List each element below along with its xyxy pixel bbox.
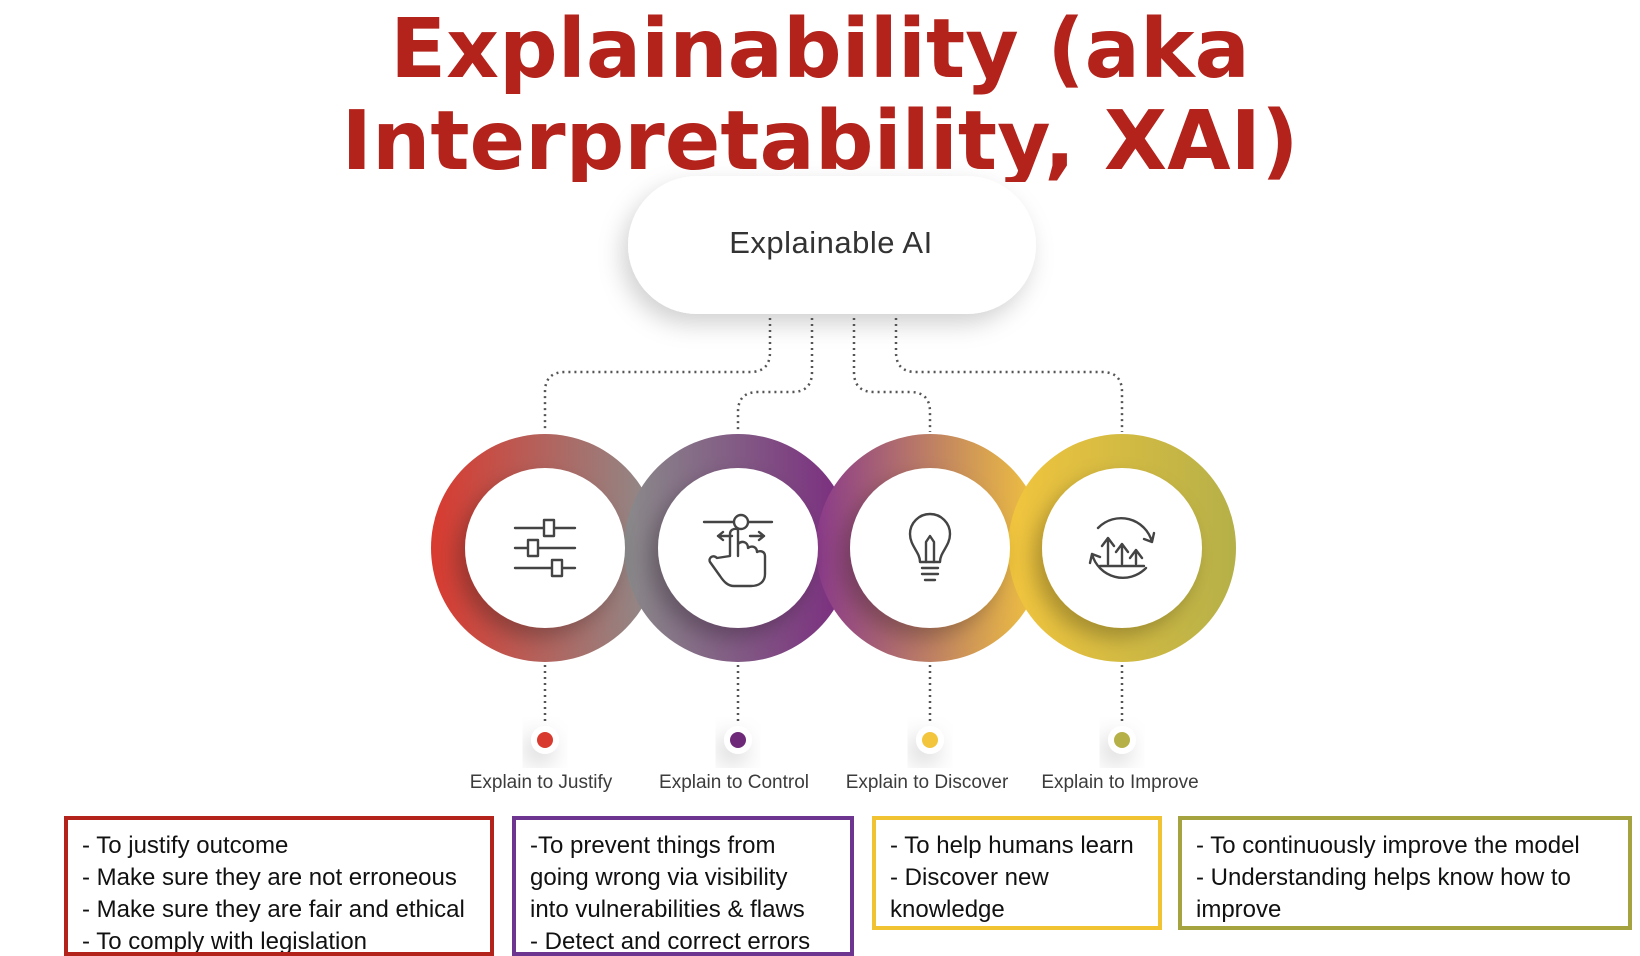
box-improve: - To continuously improve the model - Un… [1178,816,1632,930]
connector-justify [543,318,772,432]
step-label-control: Explain to Control [659,772,809,793]
sliders-icon [513,518,577,578]
box-discover-text: - To help humans learn - Discover new kn… [890,832,1134,923]
lightbulb-icon [908,512,952,582]
dot-justify [537,732,553,748]
box-control: -To prevent things from going wrong via … [512,816,854,956]
dot-improve [1114,732,1130,748]
disc-discover [850,468,1010,628]
box-control-text: -To prevent things from going wrong via … [530,832,811,955]
improve-arrows-icon [1088,517,1156,579]
box-improve-text: - To continuously improve the model - Un… [1196,832,1580,923]
step-label-discover: Explain to Discover [845,772,1009,793]
box-justify-text: - To justify outcome - Make sure they ar… [82,832,465,955]
dot-control [730,732,746,748]
page-title: Explainability (aka Interpretability, XA… [0,4,1640,182]
connector-lines [543,318,1124,432]
title-line-2: Interpretability, XAI) [341,94,1299,183]
connector-improve [894,318,1124,432]
hub-pill [628,176,1036,314]
hub-label: Explainable AI [729,225,933,260]
title-line-1: Explainability (aka [390,4,1250,97]
box-discover: - To help humans learn - Discover new kn… [872,816,1162,930]
hand-tap-icon [702,513,774,588]
step-label-improve: Explain to Improve [1041,772,1199,793]
connector-discover [852,318,932,432]
box-justify: - To justify outcome - Make sure they ar… [64,816,494,956]
dot-discover [922,732,938,748]
connector-control [736,318,814,432]
step-label-justify: Explain to Justify [469,772,613,793]
